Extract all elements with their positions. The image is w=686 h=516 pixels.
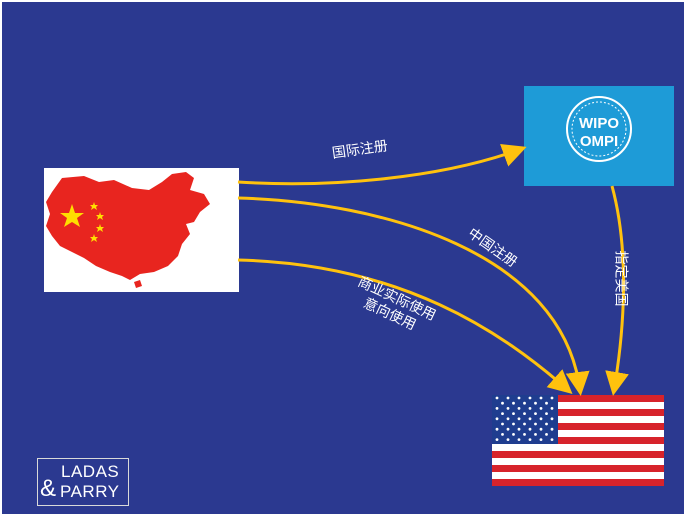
flag-star-icon [495, 396, 499, 400]
logo-ampersand: & [40, 475, 57, 502]
flag-star-icon [545, 401, 548, 405]
small-star-icon [96, 224, 104, 232]
flag-star-icon [534, 433, 537, 436]
flag-star-icon [534, 401, 537, 405]
china-territory-shape [46, 172, 210, 280]
small-star-icon [90, 234, 98, 242]
flag-star-icon [545, 433, 548, 436]
ompi-text: OMPI [580, 133, 618, 150]
ladas-parry-logo: LADAS & PARRY [37, 458, 129, 506]
us-flag-icon [492, 395, 664, 486]
flag-star-icon [501, 401, 504, 405]
flag-star-icon [523, 412, 526, 415]
flag-star-icon [495, 407, 499, 410]
flag-star-icon [528, 438, 532, 441]
flag-star-icon [528, 396, 532, 400]
flag-star-icon [523, 401, 526, 405]
arrow-china-to-usa-use [237, 258, 573, 394]
flag-star-icon [501, 433, 504, 436]
label-designate-us: 指定美国 [612, 250, 629, 307]
flag-star-icon [495, 417, 499, 421]
flag-star-icon [506, 427, 510, 431]
flag-star-icon [545, 422, 548, 426]
flag-star-icon [539, 438, 543, 441]
flag-star-icon [512, 412, 515, 415]
arrow-wipo-to-usa [605, 185, 629, 396]
flag-star-icon [517, 417, 521, 421]
flag-star-icon [506, 417, 510, 421]
logo-line2: PARRY [60, 482, 120, 501]
flag-star-icon [506, 396, 510, 400]
small-star-icon [96, 212, 104, 220]
flag-star-icon [534, 412, 537, 415]
logo-line1: LADAS [61, 462, 120, 481]
flag-star-icon [534, 422, 537, 426]
arrow-china-to-wipo [237, 143, 527, 186]
flag-star-icon [539, 407, 543, 410]
flag-star-icon [517, 407, 521, 410]
flag-star-icon [506, 438, 510, 441]
small-star-icon [90, 202, 98, 210]
flag-star-icon [550, 396, 554, 400]
flag-star-icon [528, 427, 532, 431]
flag-star-icon [523, 433, 526, 436]
wipo-text: WIPO [579, 115, 619, 132]
large-star-icon [60, 204, 84, 227]
flag-star-icon [528, 417, 532, 421]
flag-star-icon [512, 422, 515, 426]
arrow-china-to-usa-registration [237, 196, 590, 396]
flag-star-icon [506, 407, 510, 410]
flag-star-icon [512, 433, 515, 436]
flag-star-icon [539, 417, 543, 421]
china-map-node [44, 168, 239, 292]
flag-star-icon [495, 427, 499, 431]
flag-star-icon [501, 412, 504, 415]
flag-star-icon [528, 407, 532, 410]
flag-star-icon [501, 422, 504, 426]
flag-star-icon [517, 438, 521, 441]
flag-star-icon [550, 407, 554, 410]
wipo-emblem-icon: WIPO OMPI [566, 96, 632, 162]
flag-star-icon [539, 396, 543, 400]
flag-star-icon [495, 438, 499, 441]
flag-star-icon [523, 422, 526, 426]
flag-star-icon [539, 427, 543, 431]
flag-star-icon [550, 427, 554, 431]
flag-star-icon [550, 417, 554, 421]
flag-star-icon [550, 438, 554, 441]
wipo-node: WIPO OMPI [524, 86, 674, 186]
china-map-icon [46, 172, 210, 288]
flag-star-icon [517, 396, 521, 400]
hainan-island-shape [134, 280, 142, 288]
flag-star-icon [517, 427, 521, 431]
flag-star-icon [512, 401, 515, 405]
usa-flag-node [492, 395, 664, 486]
flag-star-icon [545, 412, 548, 415]
